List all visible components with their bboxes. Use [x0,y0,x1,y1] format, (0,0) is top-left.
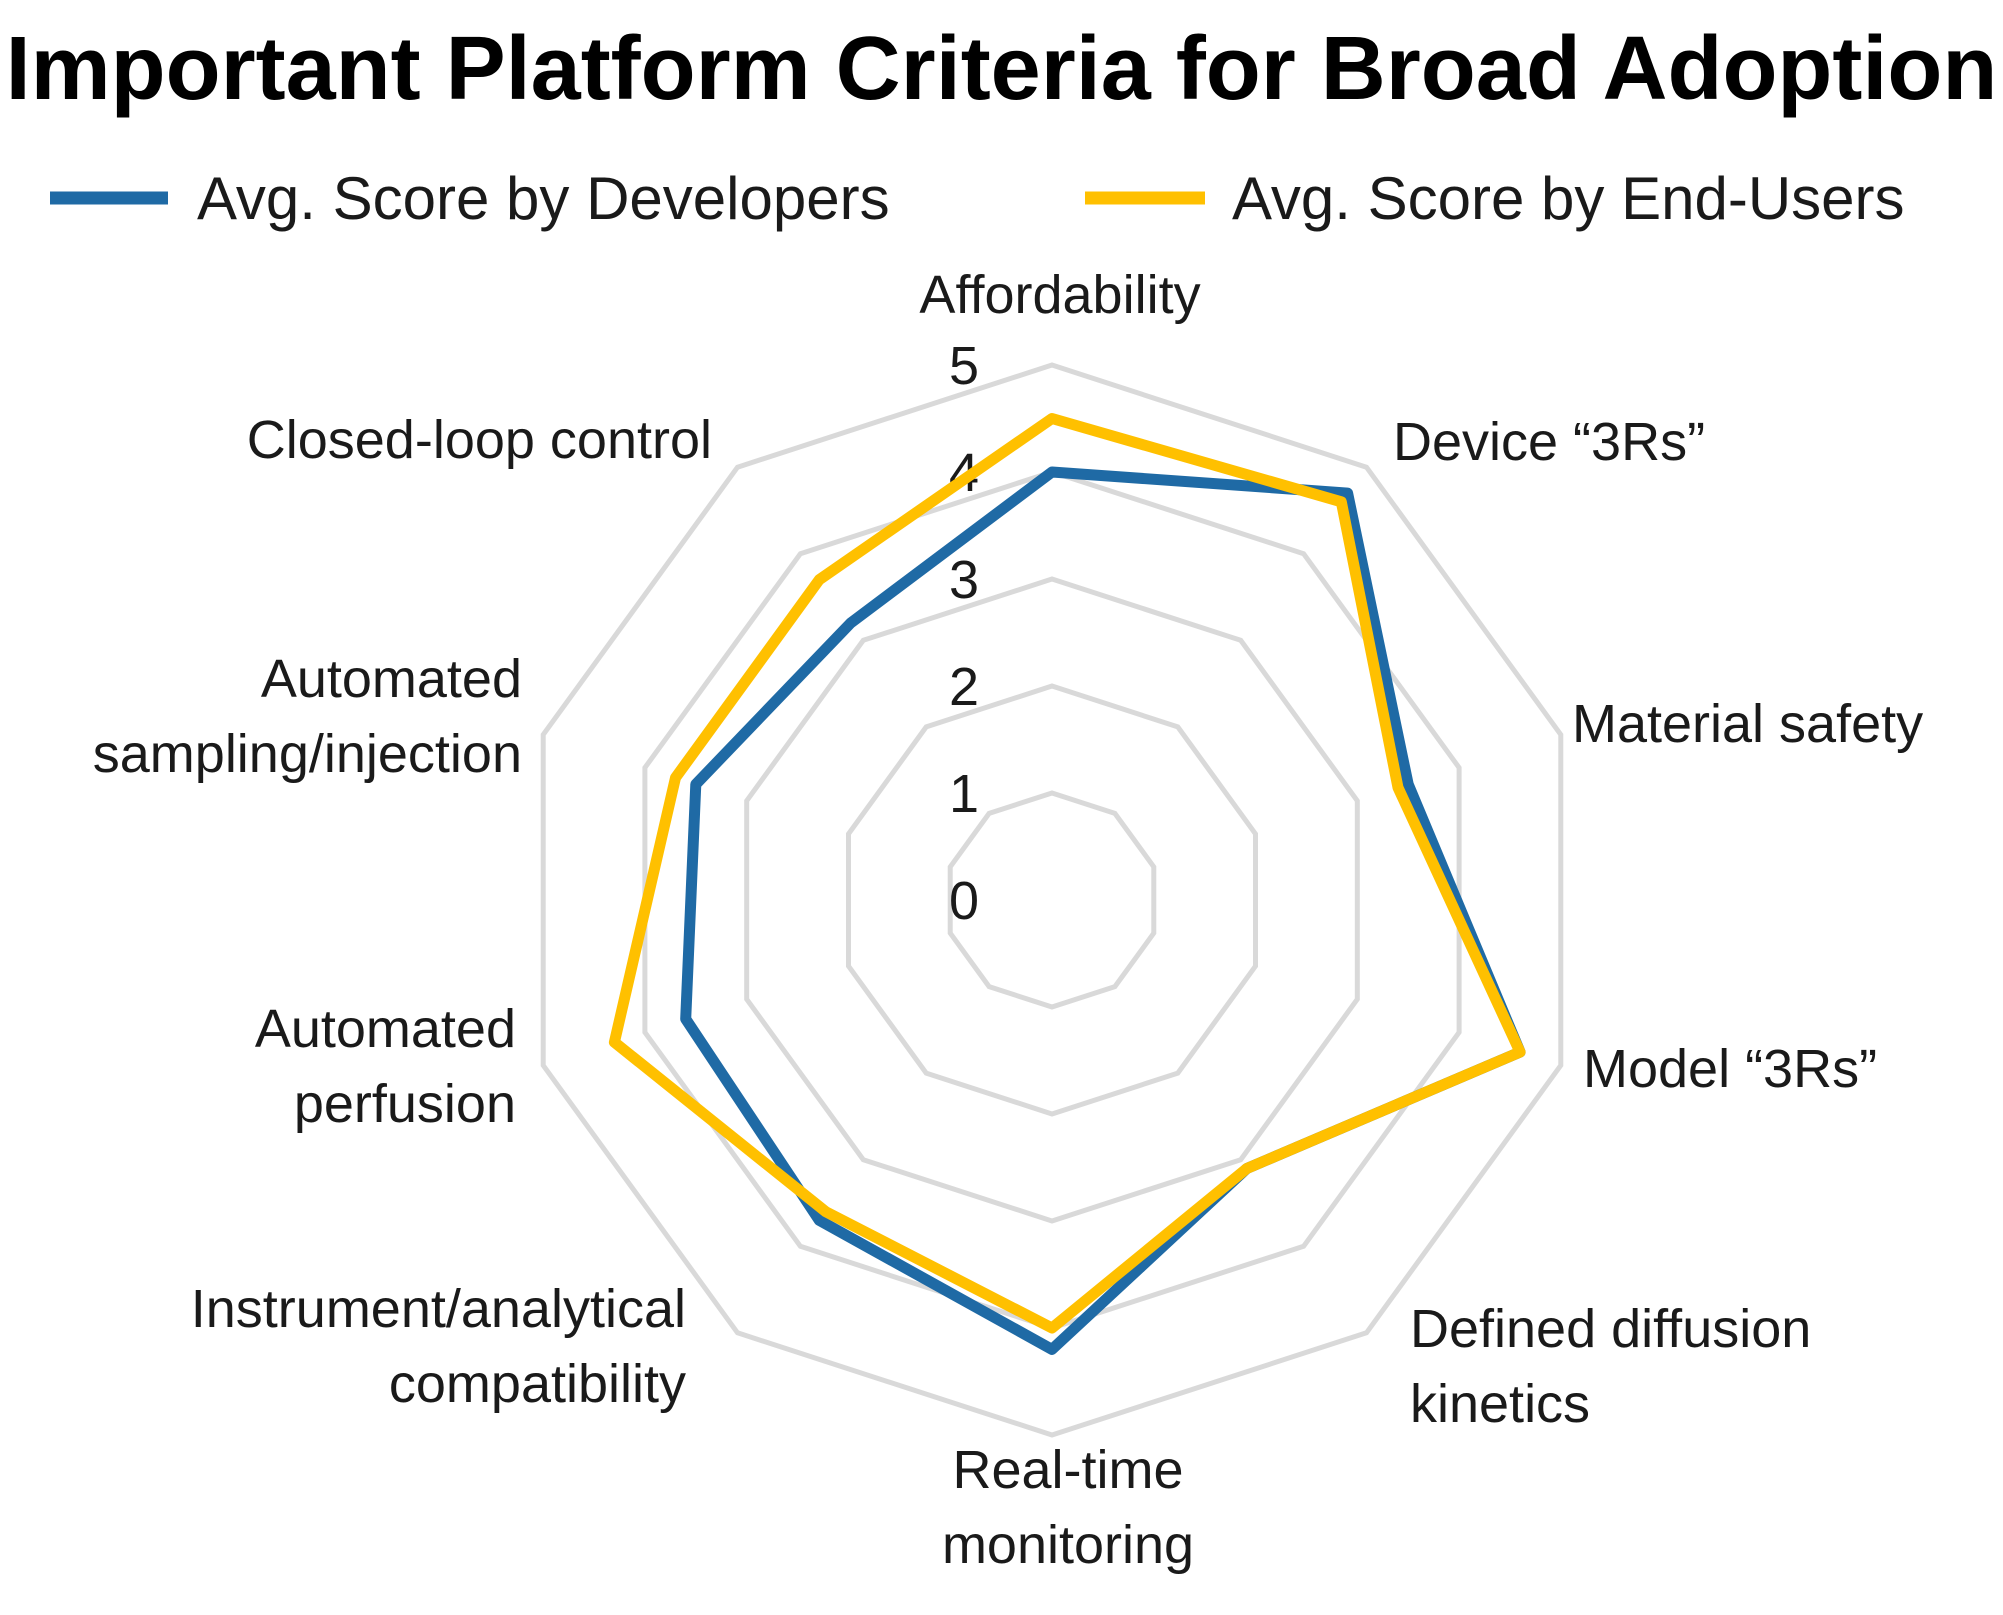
tick-label-2: 2 [949,657,979,717]
tick-label-1: 1 [949,764,979,824]
grid-ring-2 [846,683,1258,1117]
series-line-end-users [608,413,1526,1334]
legend-label-end-users: Avg. Score by End-Users [1232,165,1905,232]
series-layer [608,413,1526,1355]
grid-ring-1 [947,790,1157,1010]
chart-title: Important Platform Criteria for Broad Ad… [5,19,1998,119]
legend-label-developers: Avg. Score by Developers [197,165,890,232]
grid-ring-5 [540,362,1564,1438]
category-label-9: Closed-loop control [247,410,712,470]
tick-label-0: 0 [949,871,979,931]
category-label-3: Model “3Rs” [1583,1039,1877,1099]
category-label-1: Device “3Rs” [1393,412,1705,472]
category-label-0: Affordability [919,265,1200,325]
legend: Avg. Score by Developers Avg. Score by En… [50,165,1905,232]
series-line-developers [680,466,1526,1355]
category-label-2: Material safety [1572,694,1923,754]
tick-label-3: 3 [949,550,979,610]
tick-label-5: 5 [949,336,979,396]
grid-ring-4 [642,469,1462,1331]
grid-ring-3 [744,576,1360,1224]
